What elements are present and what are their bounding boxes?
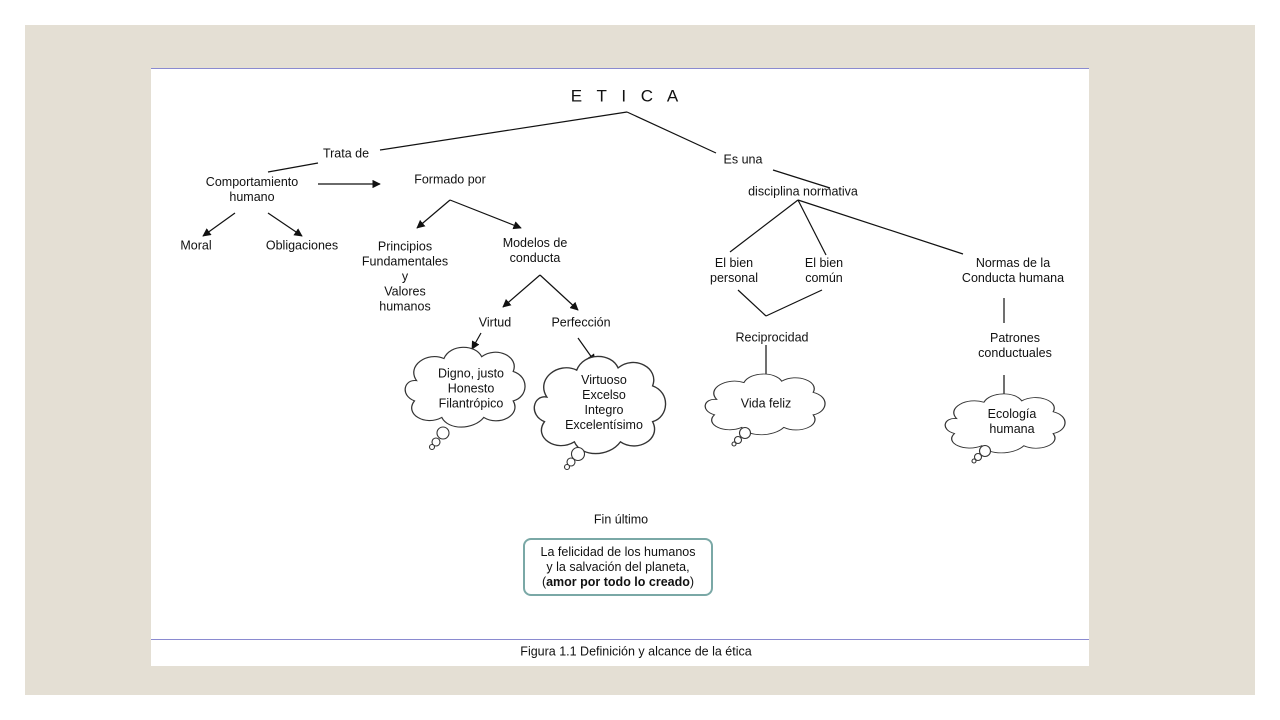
goal-close-paren: )	[689, 574, 695, 589]
top-rule	[151, 68, 1089, 69]
cloud-vida-tail	[731, 426, 752, 447]
goal-box: La felicidad de los humanos y la salvaci…	[523, 538, 713, 596]
node-perfeccion: Perfección	[551, 315, 611, 330]
cloud-perfeccion-text: Virtuoso Excelso Integro Excelentísimo	[565, 373, 643, 432]
line-etica-trata	[379, 111, 628, 151]
node-modelos-conducta: Modelos de conducta	[502, 236, 568, 265]
arrow-to-obligaciones	[267, 212, 303, 237]
cloud-virtud-text: Digno, justo Honesto Filantrópico	[437, 366, 505, 411]
label-es-una: Es una	[723, 152, 763, 167]
node-patrones-conductuales: Patrones conductuales	[978, 331, 1052, 360]
node-principios: Principios Fundamentales y Valores human…	[361, 239, 449, 314]
node-reciprocidad: Reciprocidad	[735, 330, 809, 345]
node-bien-comun: El bien común	[804, 256, 844, 285]
goal-line-3: (amor por todo lo creado)	[542, 575, 694, 590]
node-bien-personal: El bien personal	[710, 256, 758, 285]
line-comun-reciprocidad	[765, 289, 823, 317]
goal-bold-text: amor por todo lo creado	[546, 574, 690, 589]
node-normas-conducta: Normas de la Conducta humana	[961, 256, 1065, 285]
node-obligaciones: Obligaciones	[265, 238, 339, 253]
bottom-rule	[151, 639, 1089, 640]
arrow-to-perfeccion	[539, 274, 579, 311]
line-to-bien-comun	[797, 199, 827, 256]
arrow-to-modelos	[449, 199, 522, 230]
line-trata-comportamiento	[267, 162, 319, 173]
figure-caption: Figura 1.1 Definición y alcance de la ét…	[520, 644, 752, 659]
label-trata-de: Trata de	[322, 146, 370, 161]
node-disciplina-normativa: disciplina normativa	[748, 184, 858, 199]
goal-line-1: La felicidad de los humanos	[540, 544, 696, 559]
arrow-to-principios	[416, 199, 451, 229]
line-to-bien-personal	[729, 199, 799, 253]
node-fin-ultimo: Fin último	[593, 512, 649, 527]
arrow-to-virtud	[502, 274, 541, 308]
line-to-normas	[797, 199, 964, 255]
arrow-to-moral	[202, 212, 236, 237]
node-virtud: Virtud	[478, 315, 512, 330]
node-moral: Moral	[180, 238, 212, 253]
cloud-ecologia-tail	[971, 444, 992, 464]
arrow-virtud-cloud	[471, 332, 482, 350]
diagram-title: E T I C A	[570, 86, 684, 106]
goal-line-2: y la salvación del planeta,	[546, 559, 690, 574]
line-personal-reciprocidad	[737, 289, 767, 317]
line-etica-esuna	[626, 111, 717, 154]
cloud-vida-text: Vida feliz	[740, 396, 792, 411]
goal-open-paren: (	[541, 574, 547, 589]
cloud-perfeccion-tail	[563, 446, 586, 471]
line-esuna-disciplina	[772, 169, 831, 189]
cloud-ecologia-text: Ecología humana	[987, 407, 1037, 436]
cloud-virtud-tail	[428, 426, 450, 451]
node-comportamiento-humano: Comportamiento humano	[205, 175, 299, 204]
node-formado-por: Formado por	[414, 172, 486, 187]
